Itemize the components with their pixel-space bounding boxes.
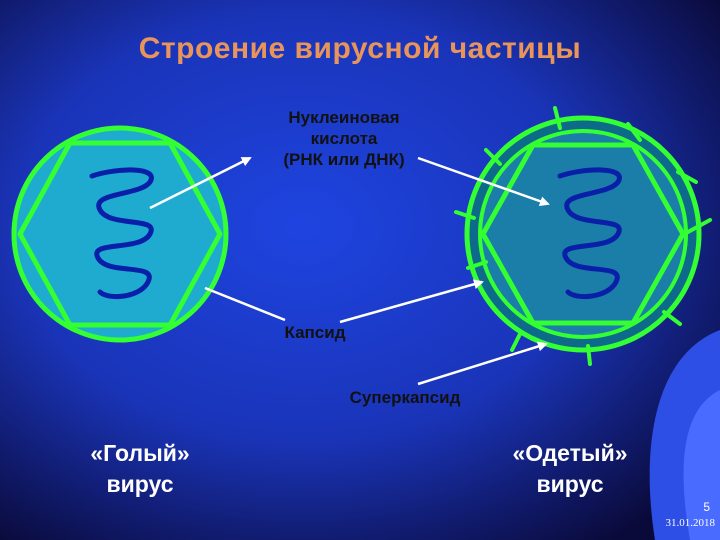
naked-virus xyxy=(11,125,229,343)
spike xyxy=(686,218,712,234)
label-nucleic-acid-line3: (РНК или ДНК) xyxy=(283,150,405,169)
arrow-capsid-to-enveloped xyxy=(339,279,484,324)
spike xyxy=(626,122,642,142)
label-naked-virus: «Голый» вирус xyxy=(60,438,220,500)
arrow-nucleic-to-enveloped xyxy=(417,156,550,207)
label-naked-virus-line1: «Голый» xyxy=(90,440,190,466)
label-enveloped-virus: «Одетый» вирус xyxy=(490,438,650,500)
spike xyxy=(510,332,522,352)
arrow-nucleic-to-naked xyxy=(149,156,252,210)
label-nucleic-acid-line1: Нуклеиновая xyxy=(288,108,400,127)
spike xyxy=(662,310,682,326)
arrow-capsid-from-naked xyxy=(204,286,286,322)
label-nucleic-acid-line2: кислота xyxy=(310,129,378,148)
enveloped-virus xyxy=(454,106,712,366)
label-supercapsid: Суперкапсид xyxy=(349,388,461,407)
spike xyxy=(454,210,476,220)
label-naked-virus-line2: вирус xyxy=(106,471,174,497)
spike xyxy=(484,148,502,166)
arrow-supercapsid-to-envelope xyxy=(417,341,548,386)
spike xyxy=(586,344,592,366)
spike xyxy=(466,260,488,270)
enveloped-capsid-hexagon xyxy=(480,142,686,326)
label-nucleic-acid: Нуклеиновая кислота (РНК или ДНК) xyxy=(258,107,430,170)
naked-nucleic-acid-coil xyxy=(89,167,154,300)
spike xyxy=(553,106,562,130)
label-enveloped-virus-line2: вирус xyxy=(536,471,604,497)
envelope-spikes xyxy=(454,106,712,366)
slide-date: 31.01.2018 xyxy=(665,517,716,529)
corner-band-inner xyxy=(683,390,720,540)
label-capsid: Капсид xyxy=(284,323,346,342)
spike xyxy=(676,170,698,184)
page-number: 5 xyxy=(703,500,710,514)
pointer-arrows xyxy=(149,156,550,386)
enveloped-nucleic-acid-coil xyxy=(557,167,622,300)
label-enveloped-virus-line1: «Одетый» xyxy=(512,440,628,466)
naked-capsid-hexagon xyxy=(17,140,223,328)
slide-title: Строение вирусной частицы xyxy=(138,32,582,65)
